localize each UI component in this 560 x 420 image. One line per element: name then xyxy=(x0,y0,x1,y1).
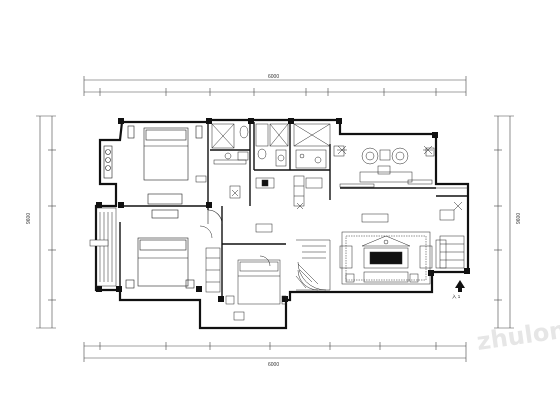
bedroom-3 xyxy=(199,223,287,321)
bedroom-2 xyxy=(125,209,223,289)
bathroom-1 xyxy=(211,123,249,165)
entrance-label: 入 1 xyxy=(452,294,461,299)
right-dimension-label: 9600 xyxy=(516,213,522,224)
bathroom-3 xyxy=(293,123,331,169)
bottom-dimension-label: 6000 xyxy=(268,362,279,368)
bedroom-1 xyxy=(103,125,203,205)
bathroom-2 xyxy=(255,123,289,167)
entrance-arrow-icon xyxy=(455,280,465,292)
left-dimension-label: 9600 xyxy=(26,213,32,224)
bottom-dimension-line xyxy=(83,342,467,362)
hall-closet xyxy=(229,175,323,207)
right-dimension-line xyxy=(494,115,514,329)
left-dimension-line xyxy=(36,115,56,329)
plant-symbols xyxy=(296,145,463,211)
structural-columns xyxy=(96,118,470,302)
watermark-text: zhulong xyxy=(475,313,560,356)
study-room xyxy=(333,145,435,188)
top-dimension-line xyxy=(83,76,467,96)
spiral-staircase xyxy=(295,239,331,291)
interior-walls xyxy=(119,122,468,300)
room-tag-1 xyxy=(195,175,207,183)
living-room xyxy=(339,209,455,285)
balcony xyxy=(89,207,117,287)
entry-porch xyxy=(436,187,468,269)
top-dimension-label: 6000 xyxy=(268,74,279,80)
